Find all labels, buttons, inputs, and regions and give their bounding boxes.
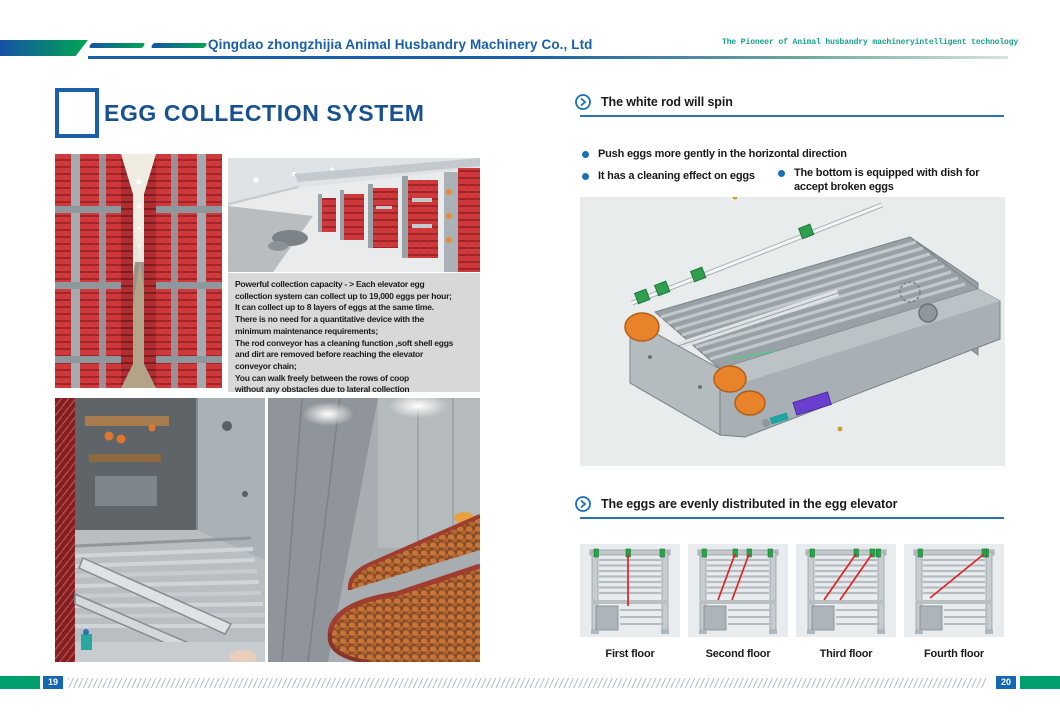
title-square-icon (55, 88, 99, 138)
bullet-text: It has a cleaning effect on eggs (598, 170, 755, 182)
bullet-dot (778, 170, 785, 177)
section2-heading: The eggs are evenly distributed in the e… (601, 497, 898, 511)
header-rule (88, 56, 1008, 59)
bullet-text: Push eggs more gently in the horizontal … (598, 148, 847, 160)
page-number-left: 19 (43, 676, 63, 689)
floor-diagram-second (688, 544, 788, 637)
circle-arrow-icon (575, 496, 591, 512)
tagline-part2: intelligent technology (914, 38, 1019, 47)
bullet-dot (582, 173, 589, 180)
floor-diagram-first (580, 544, 680, 637)
photo-cage-aisle (55, 154, 222, 388)
bullet-row-3: The bottom is equipped with dish for acc… (778, 167, 1004, 194)
footer-green-bar-right (1020, 676, 1060, 689)
tagline-part1: The Pioneer of Animal husbandry machiner… (722, 38, 915, 47)
page-number-right: 20 (996, 676, 1016, 689)
company-name: Qingdao zhongzhijia Animal Husbandry Mac… (208, 37, 593, 52)
section1-heading-row: The white rod will spin (575, 94, 733, 110)
floor-label: First floor (605, 648, 655, 660)
bullet-row-1: Push eggs more gently in the horizontal … (582, 148, 962, 162)
header-dash-2 (150, 43, 208, 48)
floor-label: Fourth floor (924, 648, 984, 660)
floor-label: Third floor (819, 648, 873, 660)
photo-rod-conveyor (55, 398, 265, 662)
section2-heading-row: The eggs are evenly distributed in the e… (575, 496, 897, 512)
header-tagline: The Pioneer of Animal husbandry machiner… (722, 38, 1018, 47)
photo-house-interior (228, 158, 480, 272)
bullet-row-2: It has a cleaning effect on eggs (582, 170, 772, 184)
photo-egg-conveyor (268, 398, 480, 662)
section2-rule (580, 517, 1004, 519)
floor-diagram-third (796, 544, 896, 637)
floor-diagram-fourth (904, 544, 1004, 637)
floor-label: Second floor (705, 648, 771, 660)
footer-slash-pattern (68, 678, 986, 688)
product-description: Powerful collection capacity - > Each el… (228, 273, 480, 394)
bullet-text: The bottom is equipped with dish for acc… (794, 167, 980, 193)
bullet-dot (582, 151, 589, 158)
page-title: EGG COLLECTION SYSTEM (102, 98, 429, 129)
header-dash-1 (88, 43, 146, 48)
machine-cad-diagram (580, 197, 1005, 466)
footer-green-bar-left (0, 676, 40, 689)
circle-arrow-icon (575, 94, 591, 110)
section1-rule (580, 115, 1004, 117)
header-gradient-bar (0, 40, 88, 56)
section1-heading: The white rod will spin (601, 95, 733, 109)
